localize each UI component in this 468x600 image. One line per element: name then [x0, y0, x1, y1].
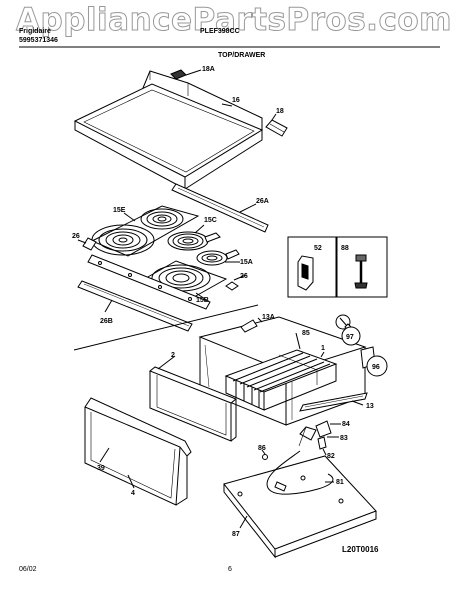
drawer-front-panel-2	[149, 366, 237, 442]
footer-date: 06/02	[19, 566, 37, 573]
callout-15a: 15A	[240, 259, 253, 266]
callout-84: 84	[342, 421, 350, 428]
callout-82: 82	[327, 453, 335, 460]
callout-26b: 26B	[100, 318, 113, 325]
callout-13a: 13A	[262, 314, 275, 321]
diagram-code: L20T0016	[342, 545, 379, 554]
section-title: TOP/DRAWER	[218, 52, 266, 59]
callout-15c: 15C	[204, 217, 217, 224]
bottom-panel-87	[223, 455, 377, 559]
callout-26-right: 26	[240, 273, 248, 280]
drawer-slide-bracket-13a	[240, 319, 258, 333]
callout-18: 18	[276, 108, 284, 115]
inset-box-leveler-88	[336, 236, 388, 298]
callout-4: 4	[131, 490, 135, 497]
rail-26a	[171, 183, 269, 233]
drawer-slide-rail-13	[299, 392, 368, 412]
callout-85: 85	[302, 330, 310, 337]
element-pan-15b	[144, 260, 228, 298]
burner-channel	[87, 254, 211, 310]
support-bracket-26-left	[82, 237, 97, 251]
bracket-18a	[170, 69, 187, 80]
brand-name: Frigidaire	[19, 28, 51, 35]
watermark-logo: AppliancePartsPros.com	[16, 2, 452, 39]
callout-15e: 15E	[113, 207, 126, 214]
screw-97	[335, 314, 361, 346]
callout-86: 86	[258, 445, 266, 452]
publication-number: 5995371346	[19, 37, 58, 44]
cooktop-glass-top	[73, 70, 264, 190]
callout-16: 16	[232, 97, 240, 104]
callout-26a: 26A	[256, 198, 269, 205]
inset-box-switch-52	[287, 236, 337, 298]
drawer-switch-assembly	[298, 420, 332, 450]
footer-page-number: 6	[228, 566, 232, 573]
drawer-handle-39	[84, 397, 192, 457]
callout-13: 13	[366, 403, 374, 410]
support-bracket-26-right	[225, 281, 239, 291]
drawer-front-4	[84, 407, 188, 506]
callout-52: 52	[314, 245, 322, 252]
callout-26-left: 26	[72, 233, 80, 240]
screw-86	[262, 454, 268, 460]
callout-97: 97	[346, 334, 354, 341]
callout-81: 81	[336, 479, 344, 486]
callout-88: 88	[341, 245, 349, 252]
bracket-18	[265, 119, 288, 137]
retainer-clip-96	[360, 346, 388, 377]
element-15c	[167, 231, 221, 251]
model-number: PLEF398CC	[200, 28, 240, 35]
callout-39: 39	[97, 465, 105, 472]
element-15a	[196, 249, 240, 266]
callout-87: 87	[232, 531, 240, 538]
callout-83: 83	[340, 435, 348, 442]
trim-strip-26b	[77, 280, 193, 332]
callout-15b: 15B	[196, 297, 209, 304]
element-pan-15e	[90, 205, 200, 257]
callout-2: 2	[171, 352, 175, 359]
callout-96: 96	[372, 364, 380, 371]
broiler-rack-85	[224, 349, 338, 411]
callout-18a: 18A	[202, 66, 215, 73]
callout-1: 1	[321, 345, 325, 352]
